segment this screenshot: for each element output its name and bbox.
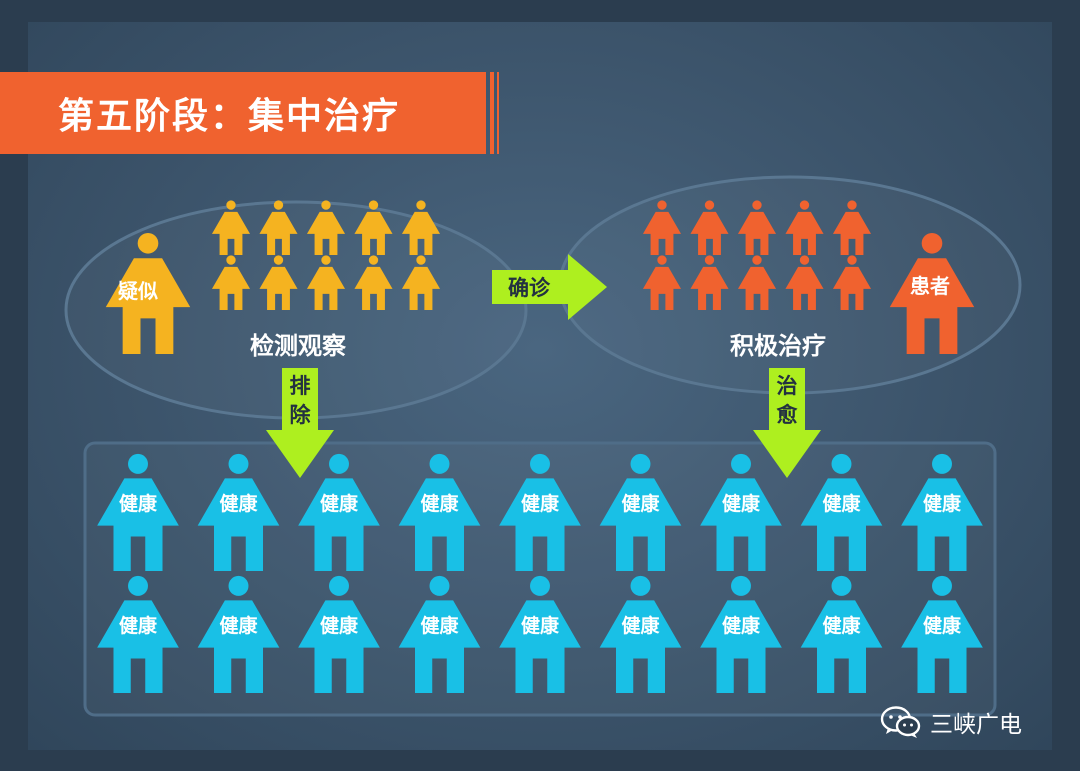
healthy-label: 健康 <box>219 614 258 637</box>
brand-name: 三峡广电 <box>930 712 1022 738</box>
healthy-label: 健康 <box>822 492 861 515</box>
title-stripe <box>490 72 494 154</box>
healthy-label: 健康 <box>621 492 660 515</box>
healthy-label: 健康 <box>420 492 459 515</box>
exclude-label-2: 除 <box>290 403 312 427</box>
healthy-label: 健康 <box>822 614 861 637</box>
healthy-label: 健康 <box>923 492 962 515</box>
healthy-label: 健康 <box>722 614 761 637</box>
healthy-label: 健康 <box>420 614 459 637</box>
healthy-figures: 健康健康健康健康健康健康健康健康健康健康健康健康健康健康健康健康健康健康 <box>97 453 983 693</box>
healthy-label: 健康 <box>320 492 359 515</box>
healthy-label: 健康 <box>621 614 660 637</box>
healthy-figure: 健康 <box>499 453 581 571</box>
patient-caption: 积极治疗 <box>730 332 826 360</box>
healthy-figure: 健康 <box>197 575 280 693</box>
healthy-group-frame <box>83 441 997 717</box>
healthy-label: 健康 <box>119 614 158 637</box>
healthy-figure: 健康 <box>499 575 581 693</box>
cure-label-1: 治 <box>777 374 798 398</box>
healthy-figure: 健康 <box>901 453 983 571</box>
healthy-figure: 健康 <box>398 453 481 571</box>
wechat-icon <box>880 706 921 738</box>
healthy-figure: 健康 <box>599 575 682 693</box>
healthy-figure: 健康 <box>97 575 179 693</box>
cure-arrow: 治 愈 <box>753 368 821 478</box>
confirm-label: 确诊 <box>508 276 551 300</box>
patient-figure: 患者 <box>889 232 975 354</box>
healthy-figure: 健康 <box>700 575 782 693</box>
confirm-arrow: 确诊 <box>492 254 607 320</box>
suspect-caption: 检测观察 <box>250 332 347 360</box>
healthy-label: 健康 <box>320 614 359 637</box>
healthy-figure: 健康 <box>901 575 983 693</box>
healthy-label: 健康 <box>521 614 560 637</box>
healthy-label: 健康 <box>521 492 560 515</box>
healthy-label: 健康 <box>219 492 258 515</box>
healthy-figure: 健康 <box>97 453 179 571</box>
healthy-figure: 健康 <box>800 453 883 571</box>
down-arrow-icon <box>266 368 334 478</box>
healthy-figure: 健康 <box>700 453 782 571</box>
right-arrow-icon <box>492 254 607 320</box>
exclude-arrow: 排 除 <box>266 368 334 478</box>
healthy-figure: 健康 <box>298 575 380 693</box>
brand-watermark: 三峡广电 <box>880 704 1022 740</box>
down-arrow-icon <box>753 368 821 478</box>
suspect-label: 疑似 <box>118 279 158 303</box>
exclude-label-1: 排 <box>290 374 311 398</box>
healthy-label: 健康 <box>722 492 761 515</box>
patient-label: 患者 <box>910 274 950 298</box>
cure-label-2: 愈 <box>777 403 799 427</box>
healthy-figure: 健康 <box>599 453 682 571</box>
suspect-figure: 疑似 <box>105 232 191 354</box>
healthy-label: 健康 <box>119 492 158 515</box>
healthy-figure: 健康 <box>298 453 380 571</box>
page-title: 第五阶段：集中治疗 <box>58 96 401 137</box>
title-bar: 第五阶段：集中治疗 <box>0 72 486 154</box>
healthy-figure: 健康 <box>800 575 883 693</box>
title-stripe <box>497 72 499 154</box>
healthy-figure: 健康 <box>398 575 481 693</box>
healthy-label: 健康 <box>923 614 962 637</box>
healthy-figure: 健康 <box>197 453 280 571</box>
